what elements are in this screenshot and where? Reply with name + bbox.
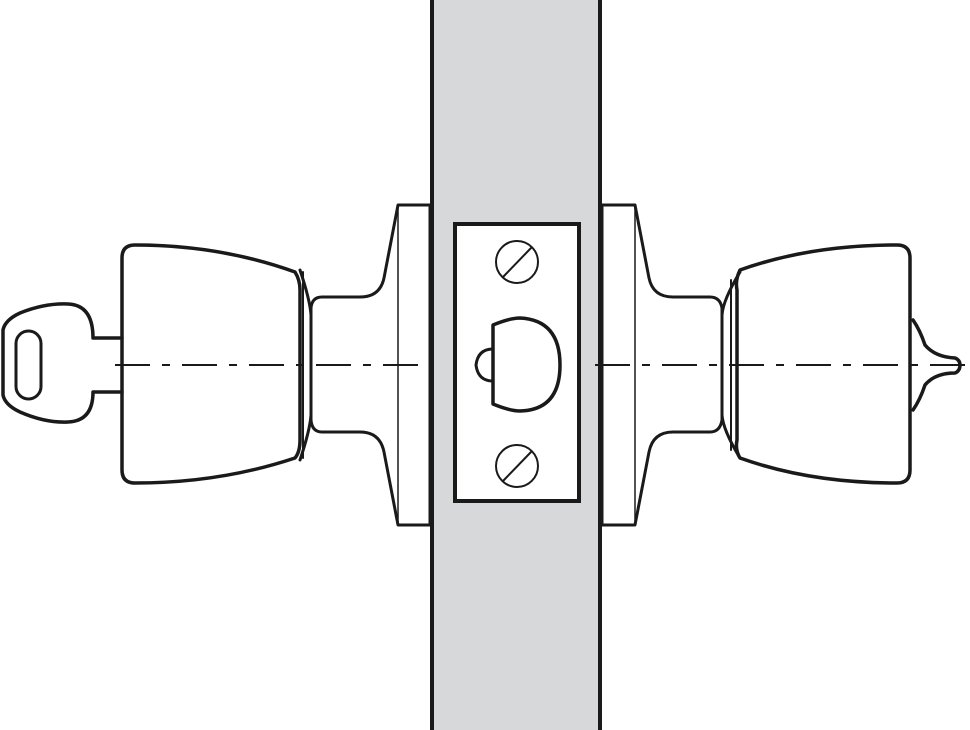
key	[1, 302, 124, 424]
outside-knob	[120, 243, 302, 485]
key-bow-hole	[14, 329, 43, 401]
faceplate-screw-top	[495, 240, 539, 284]
inside-knob	[734, 243, 912, 485]
faceplate-screw-bottom	[495, 444, 539, 488]
latch-faceplate	[453, 222, 581, 503]
latch-bolt	[474, 316, 562, 413]
